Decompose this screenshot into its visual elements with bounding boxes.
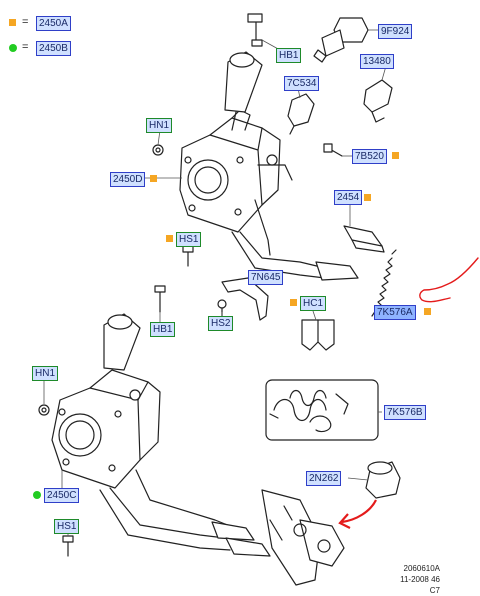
hn1-nut-lower [38,404,50,416]
installation-assembly [261,489,345,586]
marker-2450c [33,491,41,499]
marker-2454 [364,194,371,201]
screw-7b520 [323,143,343,157]
clutch-part-2n262 [365,461,401,499]
marker-7k576a [424,308,431,315]
legend-dot-equals: = [22,41,29,53]
red-pointer-arrow [338,499,377,529]
switch-13480 [363,79,393,123]
legend-dot-code: 2450B [36,41,71,56]
callout-7c534: 7C534 [284,76,320,91]
callout-hn1-top: HN1 [146,118,173,133]
legend-square-marker [9,19,16,26]
legend-dot-marker [9,44,17,52]
callout-hn1-low: HN1 [32,366,59,381]
spring-kit-7k576b-box [265,379,379,441]
marker-2450d [150,175,157,182]
legend-square-equals: = [22,16,29,28]
upper-pedal-bracket [179,13,359,281]
marker-hs1-mid [166,235,173,242]
callout-7k576b: 7K576B [384,405,426,420]
hb1-stud-mid [154,285,166,313]
callout-hc1: HC1 [300,296,327,311]
footer-page: C7 [429,586,440,595]
callout-hs1-mid: HS1 [176,232,202,247]
callout-2454: 2454 [334,190,363,205]
callout-hs2: HS2 [208,316,234,331]
callout-9f924: 9F924 [378,24,413,39]
hs1-bolt-lower [62,535,74,557]
legend-square-code: 2450A [36,16,71,31]
footer-date: 11-2008 46 [400,575,440,584]
marker-7b520 [392,152,399,159]
callout-2450d: 2450D [110,172,146,187]
callout-13480: 13480 [360,54,394,69]
callout-7k576a: 7K576A [374,305,416,320]
marker-hc1 [290,299,297,306]
lower-pedal-bracket [51,313,271,557]
callout-7b520: 7B520 [352,149,387,164]
callout-hs1-low: HS1 [54,519,80,534]
callout-7n645: 7N645 [248,270,284,285]
footer-code: 2060610A [403,564,440,573]
callout-2n262: 2N262 [306,471,342,486]
clip-hc1 [301,319,335,351]
switch-9f924 [313,17,369,63]
callout-hb1-mid: HB1 [150,322,176,337]
pedal-pad-2454 [343,225,385,253]
switch-7c534 [287,93,315,135]
red-hand-annotation [419,257,479,303]
hn1-nut-upper [152,144,164,156]
callout-hb1-top: HB1 [276,48,302,63]
hs1-bolt-mid [182,245,194,267]
callout-2450c: 2450C [44,488,80,503]
